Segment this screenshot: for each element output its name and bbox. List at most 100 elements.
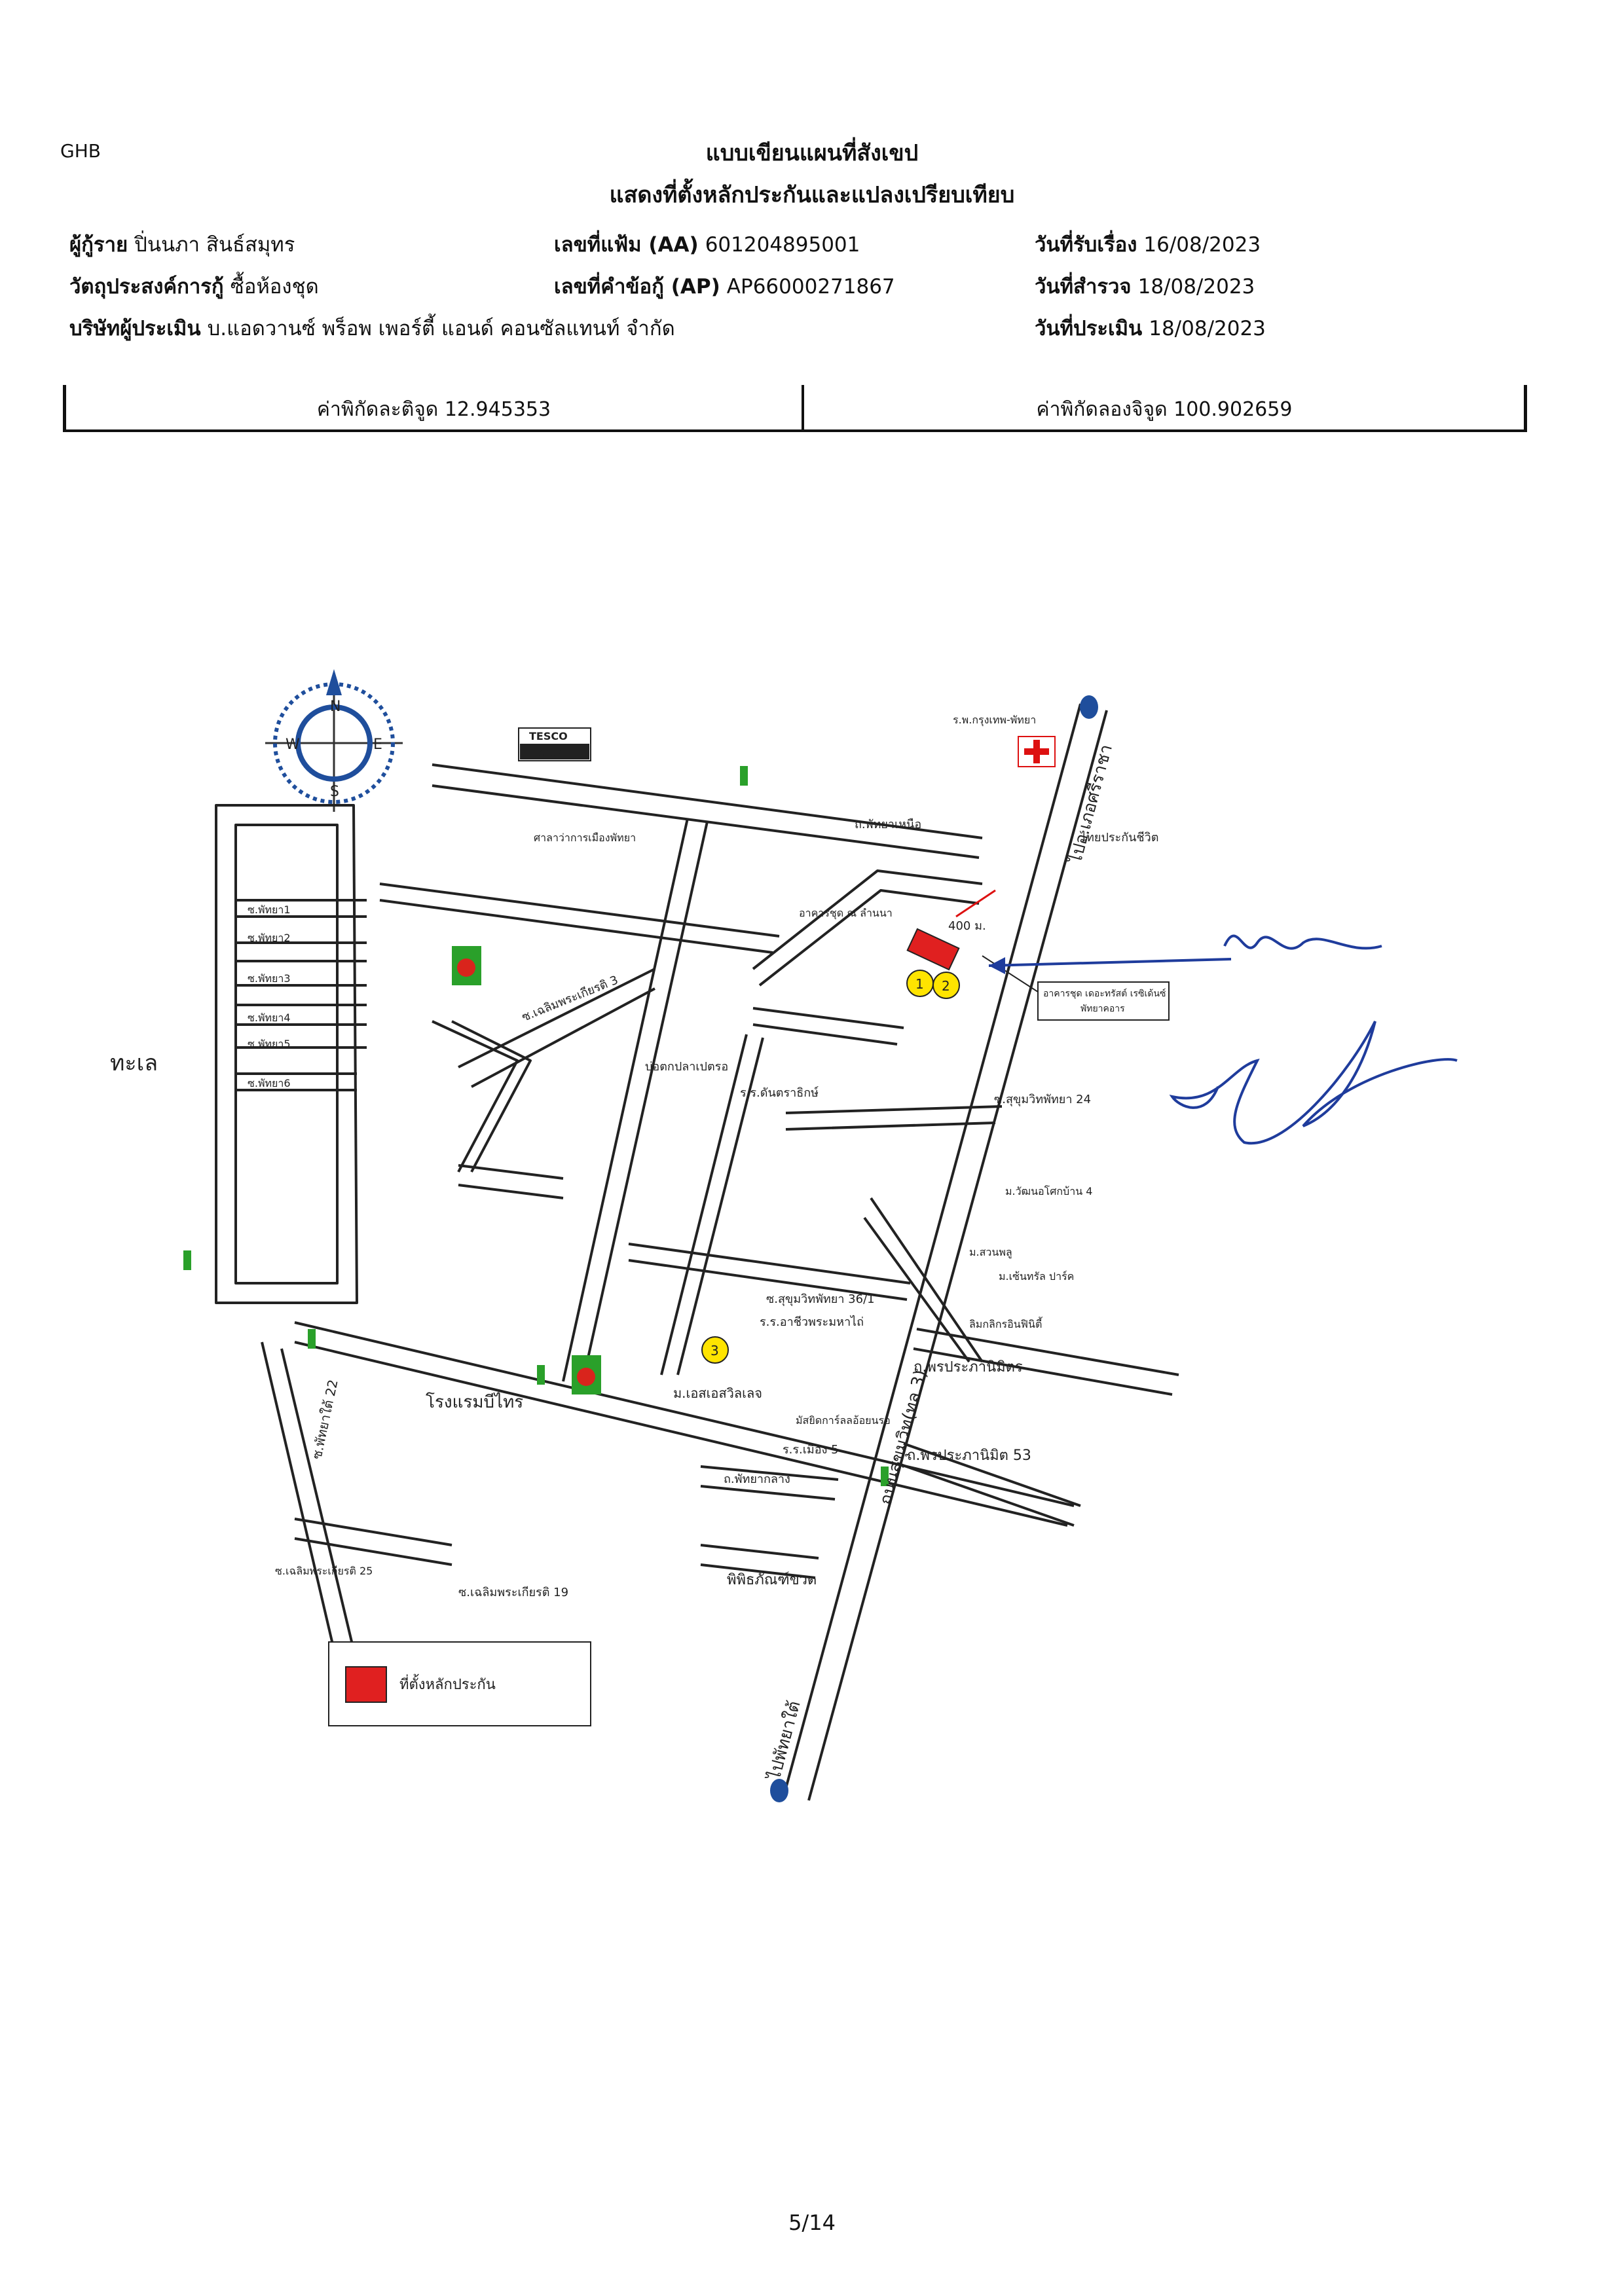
sign-label: ลิมกลิกรอินฟินิตี้ [969,1317,1043,1330]
school-2-label: ร.ร.อาชีวพระมหาไถ่ [760,1315,864,1329]
fish-pond-label: บ่อตกปลาเปตรอ [645,1060,728,1074]
compass-n: N [330,699,341,715]
legend-swatch [345,1666,387,1703]
received-value: 16/08/2023 [1143,233,1261,257]
svg-text:Lotus: Lotus [532,746,564,759]
svg-text:ซ.พัทยา4: ซ.พัทยา4 [248,1011,291,1024]
road-pattaya-klang: ถ.พัทยากลาง [724,1472,790,1486]
file-row: เลขที่แฟ้ม (AA)601204895001 [554,228,860,261]
appraise-label: วันที่ประเมิน [1035,317,1143,340]
pattaya-tai-22-label: ซ.พัทยาใต้ 22 [308,1378,341,1461]
road-pattaya-nuea: ถ.พัทยาเหนือ [855,818,921,831]
road-to-sriracha: ไปอ.เภอศรีราชา [1065,742,1116,867]
route-end-north [1080,695,1098,719]
pattaya-park-label: ม.เซ้นทรัล ปาร์ค [999,1270,1074,1283]
appraiser-value: บ.แอดวานซ์ พร็อพ เพอร์ตี้ แอนด์ คอนซัลแท… [207,317,675,340]
hospital-label: ร.พ.กรุงเทพ-พัทยา [953,714,1036,727]
hotel-label: โรงแรมบีไทร [426,1392,523,1412]
building-b-label: อาคารชุด ณ ลำนนา [799,907,893,920]
latitude-label: ค่าพิกัดละติจูด [316,398,439,421]
appraise-row: วันที่ประเมิน 18/08/2023 [1035,312,1266,344]
chalerm-19-label: ซ.เฉลิมพระเกียรติ 19 [458,1586,568,1599]
page-title: แบบเขียนแผนที่สังเขป [705,140,919,166]
legend-label: ที่ตั้งหลักประกัน [399,1674,496,1693]
map-legend: ที่ตั้งหลักประกัน [328,1641,591,1726]
road-phraprabhami-1: ถ.พรประภานิมิตร [913,1359,1023,1376]
svg-text:ซ.พัทยา3: ซ.พัทยา3 [248,972,291,985]
subject-property-marker [906,928,960,971]
borrower-label: ผู้กู้ราย [69,233,128,257]
page-subtitle: แสดงที่ตั้งหลักประกันและแปลงเปรียบเทียบ [609,182,1015,208]
request-row: เลขที่คำข้อกู้ (AP)AP66000271867 [554,270,895,302]
request-value: AP66000271867 [726,275,895,299]
tesco-lotus-logo: TESCO Lotus [518,727,591,761]
road-network [215,703,1179,1801]
compass-w: W [286,737,300,753]
svg-text:ซ.พัทยา6: ซ.พัทยา6 [248,1077,291,1089]
svg-text:2: 2 [942,978,950,994]
appraiser-row: บริษัทผู้ประเมิน บ.แอดวานซ์ พร็อพ เพอร์ตี… [69,312,675,344]
compass-s: S [330,784,339,800]
svg-text:3: 3 [710,1343,719,1358]
bank-code: GHB [60,140,101,162]
route-end-south [770,1779,788,1802]
survey-label: วันที่สำรวจ [1035,275,1132,299]
signature-icon [1169,934,1458,1145]
svg-text:ซ.พัทยา1: ซ.พัทยา1 [248,903,291,916]
borrower-value: ปิ่นนภา สินธ์สมุทร [134,233,295,257]
village-2-label: ม.วัฒนอโศกบ้าน 4 [1005,1185,1092,1197]
temple-label: มัสยิดการ์ลลอ้อยนรอ [796,1414,891,1427]
village-3-label: ม.สวนพลู [969,1246,1012,1259]
marker-2 [932,972,960,999]
museum-label: พิพิธภัณฑ์ขวด [727,1572,817,1588]
school-3-label: ร.ร.เมือง 5 [783,1443,839,1457]
svg-text:พัทยาคอาร: พัทยาคอาร [1080,1004,1125,1014]
compass-e: E [373,737,382,753]
file-label: เลขที่แฟ้ม (AA) [554,233,699,257]
marker-3 [701,1336,729,1364]
bigc-logo-1 [452,946,481,985]
appraise-value: 18/08/2023 [1149,317,1266,340]
purpose-row: วัตถุประสงค์การกู้ซื้อห้องชุด [69,270,319,302]
longitude-value: 100.902659 [1173,398,1293,421]
svg-text:TESCO: TESCO [529,730,568,742]
compass-icon: N S E W [265,669,403,812]
chalerm-25-label: ซ.เฉลิมพระเกียรติ 25 [275,1565,373,1577]
insurance-label: ไทยประกันชีวิต [1079,830,1158,845]
latitude-value: 12.945353 [444,398,551,421]
svg-text:ซ.พัทยา2: ซ.พัทยา2 [248,932,291,944]
bigc-logo-2 [572,1355,601,1394]
file-value: 601204895001 [705,233,860,257]
page-number: 5/14 [788,2210,836,2235]
soi-labels: ซ.พัทยา1 ซ.พัทยา2 ซ.พัทยา3 ซ.พัทยา4 ซ.พั… [248,903,291,1089]
coordinate-box: ค่าพิกัดละติจูด 12.945353 ค่าพิกัดลองจิจ… [63,385,1527,432]
city-hall-label: ศาลาว่าการเมืองพัทยา [534,831,636,844]
latitude-cell: ค่าพิกัดละติจูด 12.945353 [66,394,802,425]
comparable-markers: 1 2 3 [701,970,960,1364]
soi-24-label: ซ.สุขุมวิทพัทยา 24 [994,1093,1091,1106]
borrower-row: ผู้กู้รายปิ่นนภา สินธ์สมุทร [69,228,295,261]
pointer-arrow [988,957,1232,974]
received-label: วันที่รับเรื่อง [1035,233,1137,257]
svg-text:ซ.พัทยา5: ซ.พัทยา5 [248,1038,291,1050]
request-label: เลขที่คำข้อกู้ (AP) [554,275,720,299]
village-1-label: ม.เอสเอสวิลเลจ [673,1385,762,1401]
sea-label: ทะเล [110,1050,158,1076]
svg-text:1: 1 [915,976,924,992]
svg-text:อาคารชุด เดอะทรัสต์ เรซิเด้นซ์: อาคารชุด เดอะทรัสต์ เรซิเด้นซ์ [1043,988,1166,999]
road-phraprabhami-2: ถ.พรประภานิมิต 53 [907,1448,1031,1464]
purpose-value: ซื้อห้องชุด [230,275,319,299]
survey-value: 18/08/2023 [1137,275,1255,299]
purpose-label: วัตถุประสงค์การกู้ [69,275,224,299]
longitude-label: ค่าพิกัดลองจิจูด [1036,398,1168,421]
school-1-label: ร.ร.ดันตราธิกษ์ [740,1086,819,1100]
hospital-icon [1018,736,1056,767]
soi-36-label: ซ.สุขุมวิทพัทยา 36/1 [766,1292,875,1306]
longitude-cell: ค่าพิกัดลองจิจูด 100.902659 [804,394,1524,425]
traffic-light-icons [183,766,889,1486]
subject-label-box: อาคารชุด เดอะทรัสต์ เรซิเด้นซ์ พัทยาคอาร [982,955,1170,1021]
appraiser-label: บริษัทผู้ประเมิน [69,317,201,340]
